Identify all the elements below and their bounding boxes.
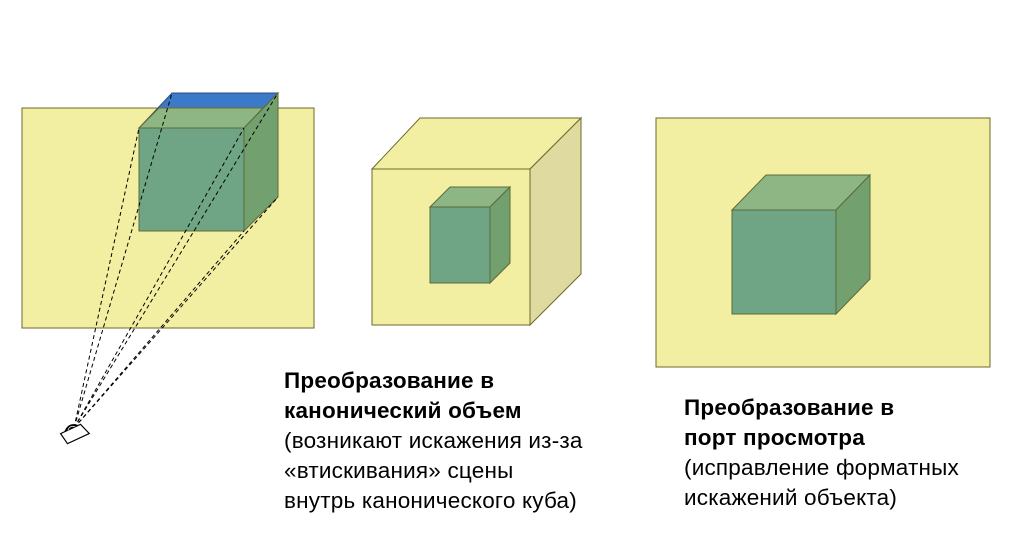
viewport-note-line1: (исправление форматных bbox=[684, 455, 959, 480]
canonical-note-line1: (возникают искажения из-за bbox=[284, 428, 583, 453]
object-cube-front bbox=[429, 206, 491, 284]
canonical-title-line2: канонический объем bbox=[284, 398, 522, 423]
perspective-scene bbox=[21, 91, 315, 445]
viewport-title-line1: Преобразование в bbox=[684, 395, 895, 420]
canonical-volume bbox=[370, 116, 583, 327]
projection-rays bbox=[73, 92, 279, 429]
canonical-caption: Преобразование в канонический объем (воз… bbox=[284, 366, 583, 516]
viewport-note-line2: искажений объекта) bbox=[684, 485, 898, 510]
viewport-cube-front bbox=[731, 209, 837, 315]
canonical-note-line3: внутрь канонического куба) bbox=[284, 488, 577, 513]
cube-top-green bbox=[137, 107, 265, 129]
viewport-caption: Преобразование в порт просмотра (исправл… bbox=[684, 393, 959, 513]
canonical-title-line1: Преобразование в bbox=[284, 368, 495, 393]
cube-front bbox=[138, 127, 245, 232]
canonical-note-line2: «втискивания» сцены bbox=[284, 458, 514, 483]
viewport-title-line2: порт просмотра bbox=[684, 425, 865, 450]
eye-icon bbox=[59, 423, 91, 445]
viewport-scene bbox=[655, 117, 991, 368]
